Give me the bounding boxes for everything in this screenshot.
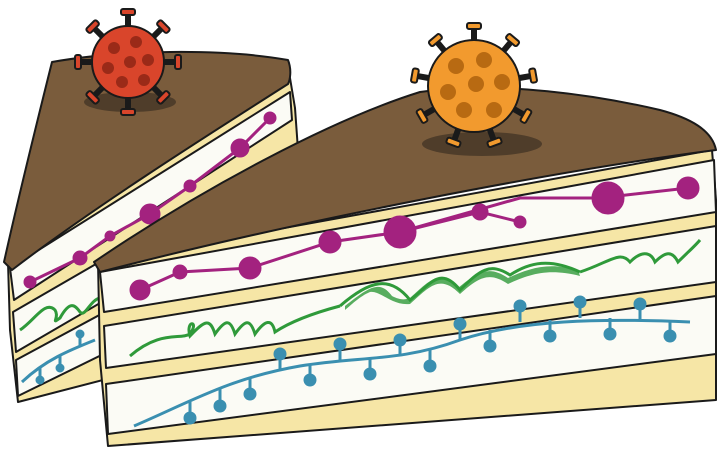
- protein-bead: [72, 250, 88, 266]
- protein-bead: [383, 215, 417, 249]
- protein-bead: [104, 230, 116, 242]
- front-slice-icing: [93, 86, 717, 273]
- orange-virus-icon: [411, 23, 542, 156]
- protein-bead: [318, 230, 342, 254]
- front-rna-ribbon: [345, 266, 580, 310]
- protein-bead: [591, 181, 625, 215]
- protein-bead: [23, 275, 37, 289]
- back-dna-strand: [20, 329, 96, 385]
- protein-bead: [263, 111, 277, 125]
- protein-bead: [230, 138, 250, 158]
- protein-bead: [172, 264, 188, 280]
- back-slice-icing: [3, 50, 292, 271]
- protein-bead: [513, 215, 527, 229]
- red-virus-icon: [75, 9, 181, 115]
- back-slice-cream-1: [9, 91, 293, 301]
- protein-bead: [183, 179, 197, 193]
- protein-bead: [129, 279, 151, 301]
- front-slice-cream-3: [105, 295, 717, 435]
- back-rna-helix: [19, 296, 101, 332]
- front-protein-chain: [129, 176, 700, 301]
- protein-bead: [238, 256, 262, 280]
- protein-bead: [676, 176, 700, 200]
- back-protein-chain: [23, 111, 277, 289]
- protein-bead: [471, 203, 489, 221]
- protein-bead: [139, 203, 161, 225]
- front-dna-strand: [133, 295, 691, 428]
